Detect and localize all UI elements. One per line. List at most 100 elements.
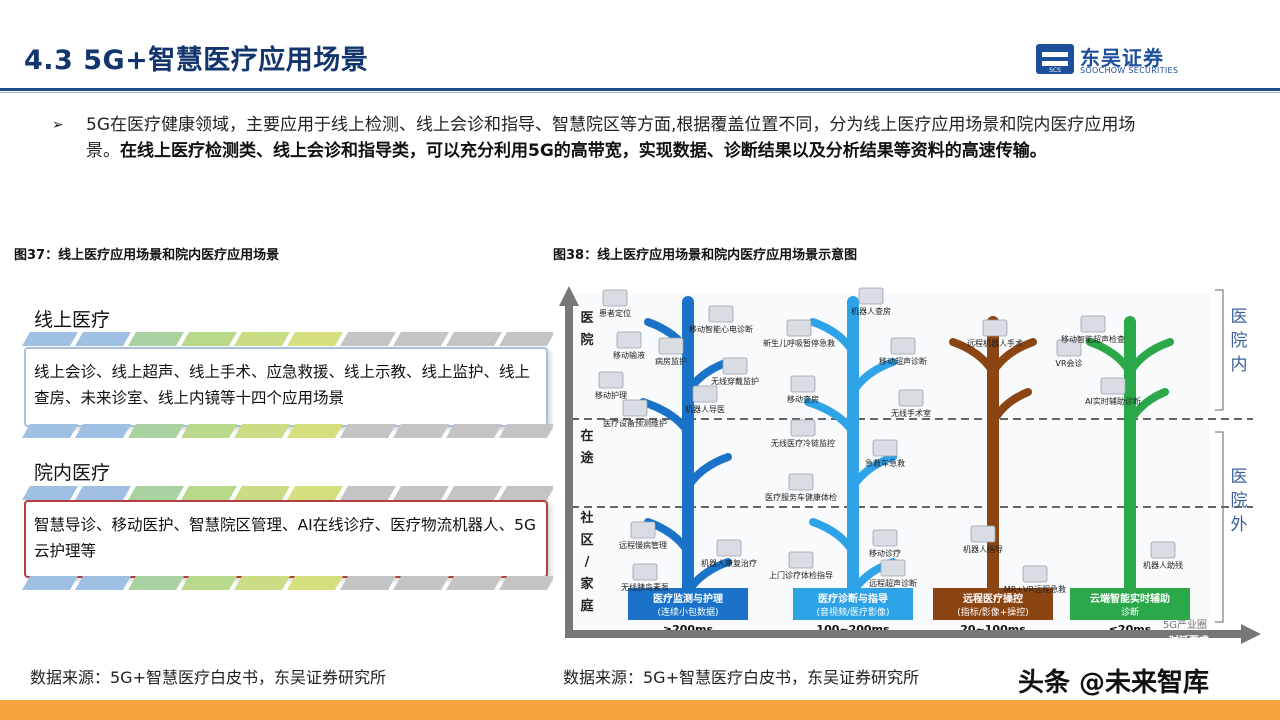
scenario-label: 机器人康复治疗 xyxy=(701,558,757,568)
scenario-item: 机器人指导 xyxy=(963,525,1003,554)
scenario-item: 病房监护 xyxy=(655,337,687,366)
scenario-label: 上门诊疗体检指导 xyxy=(769,570,833,580)
scenario-label: 移动智能心电诊断 xyxy=(689,324,753,334)
scenario-item: 远程超声诊断 xyxy=(869,559,917,588)
scenario-label: 机器人助残 xyxy=(1143,560,1183,570)
scenario-label: 机器人导医 xyxy=(685,404,725,414)
tree-branch xyxy=(1126,388,1169,426)
stripe-segment xyxy=(128,576,184,590)
scenario-label: 无线医疗冷链监控 xyxy=(771,438,835,448)
stripe-segment xyxy=(287,332,343,346)
x-axis-arrow xyxy=(1241,624,1261,644)
scenario-photo-icon xyxy=(970,525,996,543)
scenario-item: 无线胰岛素泵 xyxy=(621,563,669,592)
hospital-medical-title: 院内医疗 xyxy=(34,462,111,484)
svg-text:SCS: SCS xyxy=(1049,67,1061,74)
scenario-label: 移动查房 xyxy=(787,394,819,404)
stripe-segment xyxy=(393,576,449,590)
tree-branch xyxy=(684,453,732,491)
stripe-segment xyxy=(499,332,555,346)
scenario-label: 移动护理 xyxy=(595,390,627,400)
scenario-item: 远程机器人手术 xyxy=(967,319,1023,348)
y-zone-label: 院 xyxy=(580,332,593,348)
right-zone-label: 院 xyxy=(1231,491,1248,511)
stripe-segment xyxy=(75,424,131,438)
stripe-segment xyxy=(22,332,78,346)
stripe-segment xyxy=(499,576,555,590)
tree-label-box xyxy=(793,588,913,620)
stripe-segment xyxy=(128,486,184,500)
scenario-photo-icon xyxy=(788,551,814,569)
company-logo: SCS 东吴证券 SOOCHOW SECURITIES xyxy=(1036,42,1236,76)
bullet-bold-text: 在线上医疗检测类、线上会诊和指导类，可以充分利用5G的高带宽，实现数据、诊断结果… xyxy=(120,141,1047,161)
stripe-segment xyxy=(75,486,131,500)
header-divider xyxy=(0,88,1280,91)
diagram-watermark: 5G产业圈 xyxy=(1163,618,1207,631)
scenario-label: 患者定位 xyxy=(599,308,631,318)
tree-branch xyxy=(849,358,897,396)
right-zone-label: 院 xyxy=(1231,331,1248,351)
scs-logo-icon: SCS xyxy=(1036,44,1074,74)
stripe-segment xyxy=(234,486,290,500)
scenario-photo-icon xyxy=(632,563,658,581)
scenario-item: 患者定位 xyxy=(599,289,631,318)
color-stripe xyxy=(22,332,552,346)
stripe-segment xyxy=(234,576,290,590)
stripe-segment xyxy=(499,424,555,438)
scenario-photo-icon xyxy=(788,473,814,491)
intro-bullet: 5G在医疗健康领域，主要应用于线上检测、线上会诊和指导、智慧院区等方面,根据覆盖… xyxy=(86,112,1166,164)
stripe-segment xyxy=(340,332,396,346)
y-zone-label: 医 xyxy=(580,311,593,326)
scenario-photo-icon xyxy=(872,529,898,547)
tree-branch xyxy=(644,318,692,356)
tree-label-box xyxy=(628,588,748,620)
scenario-photo-icon xyxy=(890,337,916,355)
scenario-photo-icon xyxy=(722,357,748,375)
scenario-photo-icon xyxy=(630,521,656,539)
stripe-segment xyxy=(340,576,396,590)
scenario-label: 移动诊疗 xyxy=(869,548,901,558)
stripe-segment xyxy=(22,576,78,590)
scenario-item: 移动输液 xyxy=(613,331,645,360)
scenario-photo-icon xyxy=(598,371,624,389)
tree-label: 医疗监测与护理 xyxy=(653,592,723,605)
tree-branch xyxy=(989,338,1037,376)
tree-branch xyxy=(849,453,897,491)
scenario-photo-icon xyxy=(790,419,816,437)
scenario-photo-icon xyxy=(872,439,898,457)
tree-branch xyxy=(989,388,1032,426)
stripe-segment xyxy=(128,424,184,438)
scenario-item: 急救车急救 xyxy=(865,439,905,468)
scenario-label: AI实时辅助诊断 xyxy=(1085,396,1141,406)
scenario-item: 远程慢病管理 xyxy=(619,521,667,550)
footer-bar xyxy=(0,700,1280,720)
stripe-segment xyxy=(393,424,449,438)
stripe-segment xyxy=(446,576,502,590)
scenario-item: 上门诊疗体检指导 xyxy=(769,551,833,580)
scenario-photo-icon xyxy=(1150,541,1176,559)
y-zone-label: 社 xyxy=(579,510,593,526)
stripe-segment xyxy=(181,424,237,438)
y-axis-arrow xyxy=(559,286,579,306)
scenario-photo-icon xyxy=(622,399,648,417)
scenario-item: VR会诊 xyxy=(1055,339,1083,368)
scenario-item: 移动护理 xyxy=(595,371,627,400)
scenario-photo-icon xyxy=(1100,377,1126,395)
tree-branch xyxy=(804,398,857,436)
tree-branch xyxy=(809,518,857,556)
scenario-photo-icon xyxy=(898,389,924,407)
scenario-label: 远程超声诊断 xyxy=(869,578,917,588)
y-zone-label: / xyxy=(585,555,590,570)
online-medical-title: 线上医疗 xyxy=(34,309,111,331)
y-zone-label: 区 xyxy=(580,533,593,548)
scenario-photo-icon xyxy=(658,337,684,355)
scenario-label: 医疗服务车健康体检 xyxy=(765,492,837,502)
bracket xyxy=(1215,431,1224,623)
scenario-photo-icon xyxy=(716,539,742,557)
scenario-photo-icon xyxy=(982,319,1008,337)
y-zone-label: 庭 xyxy=(580,598,594,614)
stripe-segment xyxy=(234,424,290,438)
tree-sublabel: (连续小包数据) xyxy=(657,606,718,618)
stripe-segment xyxy=(22,424,78,438)
